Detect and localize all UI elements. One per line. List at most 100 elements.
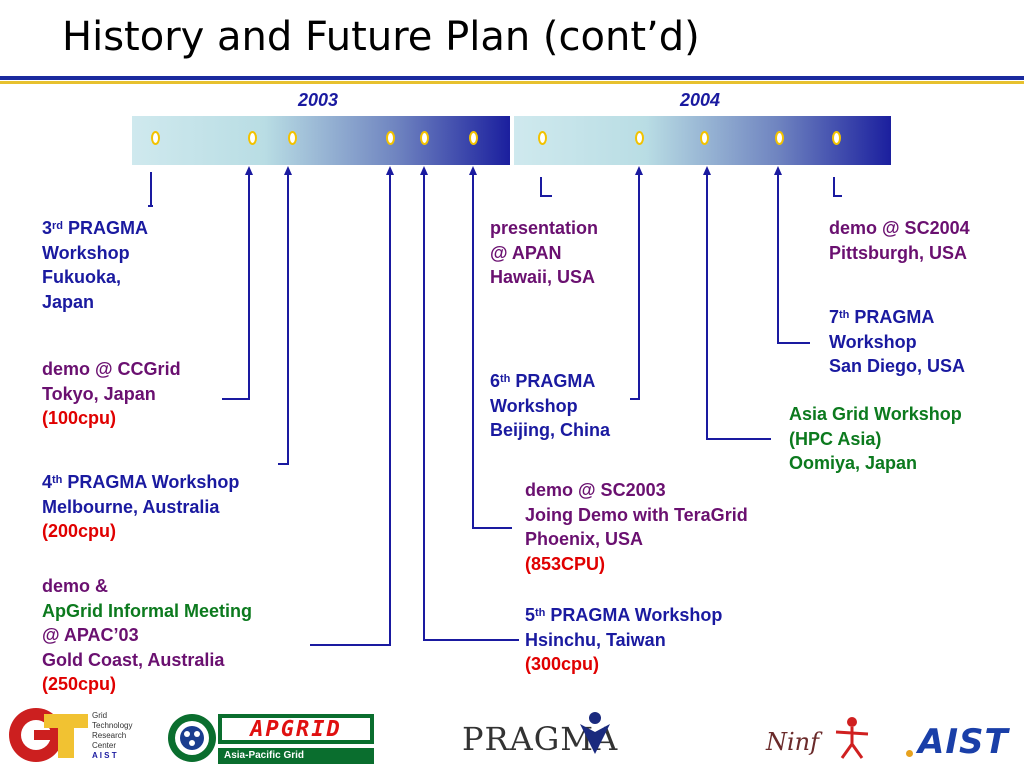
ordinal: 4 bbox=[42, 472, 53, 492]
event-text: demo @ SC2004 bbox=[829, 218, 970, 238]
connector-pragma3-tick bbox=[148, 205, 153, 207]
aist-wordmark: AIST bbox=[918, 722, 1009, 762]
connector-pragma4-h bbox=[278, 463, 289, 465]
gtrc-text: Technology bbox=[92, 721, 133, 730]
connector-pragma7 bbox=[777, 174, 779, 344]
title-rule-gold bbox=[0, 81, 1024, 84]
arrow-apac bbox=[386, 166, 394, 175]
ordinal: 3 bbox=[42, 218, 53, 238]
connector-sc2003-h bbox=[472, 527, 512, 529]
ninf-wordmark: Ninf bbox=[766, 728, 820, 756]
event-text: @ APAC’03 bbox=[42, 625, 139, 645]
event-text: Joing Demo with TeraGrid bbox=[525, 504, 748, 525]
event-location: Fukuoka, bbox=[42, 267, 122, 287]
event-location: Phoenix, USA bbox=[525, 529, 644, 549]
timeline-marker bbox=[538, 131, 547, 145]
event-text: Workshop bbox=[42, 242, 130, 263]
timeline-marker bbox=[420, 131, 429, 145]
connector-ccgrid bbox=[248, 174, 250, 400]
connector-apan bbox=[540, 177, 542, 197]
gtrc-emblem-icon bbox=[9, 708, 88, 762]
arrow-pragma6 bbox=[635, 166, 643, 175]
event-text: Workshop bbox=[490, 395, 578, 416]
slide-title: History and Future Plan (cont’d) bbox=[62, 14, 700, 60]
event-ccgrid: demo @ CCGrid Tokyo, Japan (100cpu) bbox=[42, 357, 181, 431]
event-text: PRAGMA bbox=[849, 307, 935, 327]
ordinal-suffix: th bbox=[535, 607, 546, 619]
connector-pragma4 bbox=[287, 174, 289, 465]
event-text: demo & bbox=[42, 576, 109, 596]
connector-sc2003 bbox=[472, 174, 474, 529]
year-label-2003: 2003 bbox=[298, 90, 339, 110]
timeline-bar-2003 bbox=[132, 116, 510, 165]
event-location: Beijing, China bbox=[490, 420, 611, 440]
timeline-marker bbox=[386, 131, 395, 145]
connector-apan-h bbox=[540, 195, 552, 197]
ordinal-suffix: th bbox=[839, 309, 850, 321]
event-pragma5: 5th PRAGMA Workshop Hsinchu, Taiwan (300… bbox=[525, 603, 722, 677]
connector-pragma6-h bbox=[630, 398, 640, 400]
event-location: Tokyo, Japan bbox=[42, 383, 156, 404]
event-pragma7: 7th PRAGMA Workshop San Diego, USA bbox=[829, 305, 965, 379]
event-text: PRAGMA bbox=[510, 371, 596, 391]
connector-sc2004-h bbox=[833, 195, 842, 197]
arrow-pragma7 bbox=[774, 166, 782, 175]
event-pragma3: 3rd PRAGMA Workshop Fukuoka, Japan bbox=[42, 216, 148, 314]
arrow-ccgrid bbox=[245, 166, 253, 175]
event-text: PRAGMA Workshop bbox=[545, 605, 723, 625]
event-asiagrid: Asia Grid Workshop (HPC Asia) Oomiya, Ja… bbox=[789, 402, 962, 476]
arrow-pragma4 bbox=[284, 166, 292, 175]
apgrid-wordmark: APGRID bbox=[222, 718, 370, 742]
event-location: Gold Coast, Australia bbox=[42, 649, 225, 670]
timeline-marker bbox=[469, 131, 478, 145]
event-text: PRAGMA bbox=[63, 218, 149, 238]
ninf-star-icon bbox=[835, 717, 869, 759]
event-text: Workshop bbox=[829, 331, 917, 352]
event-text: presentation bbox=[490, 218, 599, 238]
event-cpu-count: (250cpu) bbox=[42, 674, 117, 694]
connector-pragma6 bbox=[638, 174, 640, 400]
connector-ccgrid-h bbox=[222, 398, 250, 400]
title-rule-blue bbox=[0, 76, 1024, 80]
ordinal-suffix: th bbox=[500, 373, 511, 385]
event-location: Japan bbox=[42, 291, 95, 312]
pragma-logo: PRAGMA bbox=[462, 712, 652, 762]
event-cpu-count: (300cpu) bbox=[525, 654, 600, 674]
event-text: PRAGMA Workshop bbox=[62, 472, 240, 492]
event-text: demo @ CCGrid bbox=[42, 359, 181, 379]
event-cpu-count: (100cpu) bbox=[42, 408, 117, 428]
event-text: @ APAN bbox=[490, 242, 562, 263]
timeline-marker bbox=[700, 131, 709, 145]
event-location: Hsinchu, Taiwan bbox=[525, 629, 666, 650]
connector-asiagrid bbox=[706, 174, 708, 440]
event-text: (HPC Asia) bbox=[789, 428, 882, 449]
connector-pragma7-h bbox=[777, 342, 810, 344]
event-location: San Diego, USA bbox=[829, 356, 966, 376]
connector-pragma5 bbox=[423, 174, 425, 641]
event-apac: demo & ApGrid Informal Meeting @ APAC’03… bbox=[42, 574, 252, 697]
ordinal-suffix: th bbox=[52, 474, 63, 486]
event-apan: presentation @ APAN Hawaii, USA bbox=[490, 216, 598, 290]
timeline-marker bbox=[248, 131, 257, 145]
event-location: Oomiya, Japan bbox=[789, 453, 918, 473]
year-label-2004: 2004 bbox=[680, 90, 721, 110]
event-text: Asia Grid Workshop bbox=[789, 404, 962, 424]
timeline-marker bbox=[832, 131, 841, 145]
arrow-pragma5 bbox=[420, 166, 428, 175]
apgrid-caption: Asia-Pacific Grid bbox=[218, 748, 374, 764]
aist-dot-icon bbox=[906, 750, 913, 757]
apgrid-globe-icon bbox=[168, 714, 216, 762]
pragma-figure-icon bbox=[580, 712, 610, 754]
timeline-marker bbox=[151, 131, 160, 145]
ordinal: 6 bbox=[490, 371, 501, 391]
connector-sc2004 bbox=[833, 177, 835, 197]
gtrc-logo: Grid Technology Research Center A I S T bbox=[4, 704, 154, 766]
event-pragma6: 6th PRAGMA Workshop Beijing, China bbox=[490, 369, 610, 443]
event-location: Melbourne, Australia bbox=[42, 496, 220, 517]
event-cpu-count: (853CPU) bbox=[525, 553, 606, 574]
event-text: ApGrid Informal Meeting bbox=[42, 600, 253, 621]
gtrc-text: Research bbox=[92, 731, 127, 740]
arrow-asiagrid bbox=[703, 166, 711, 175]
event-pragma4: 4th PRAGMA Workshop Melbourne, Australia… bbox=[42, 470, 239, 544]
connector-pragma5-h bbox=[423, 639, 519, 641]
